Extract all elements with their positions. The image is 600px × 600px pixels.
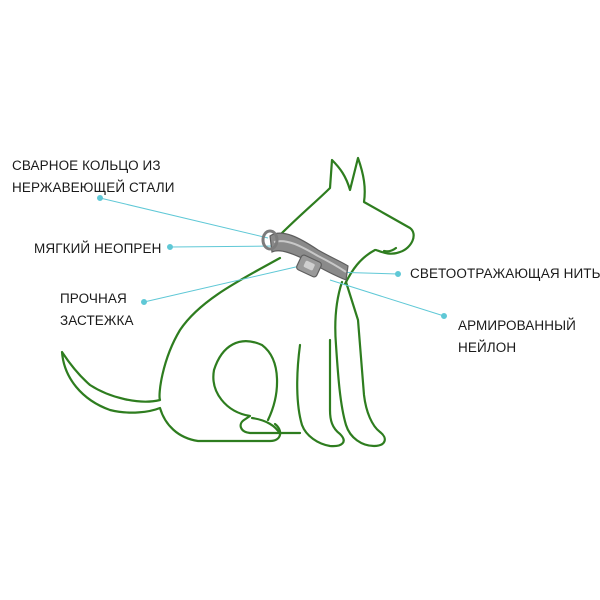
- callout-reflective-thread-line1: СВЕТООТРАЖАЮЩАЯ НИТЬ: [410, 266, 600, 281]
- dog-chest-outline: [334, 280, 386, 448]
- leader-dot-ring: [97, 195, 103, 201]
- collar: [261, 229, 349, 281]
- collar-steel-ring: [261, 229, 279, 251]
- dog-neck-outline: [343, 248, 377, 286]
- dog-haunch-outline: [212, 340, 302, 435]
- callout-soft-neoprene: МЯГКИЙ НЕОПРЕН: [34, 238, 161, 260]
- leader-line-neoprene: [169, 245, 276, 248]
- callout-strong-buckle-line2: ЗАСТЕЖКА: [60, 313, 134, 328]
- collar-reflective-stripe: [273, 240, 347, 273]
- callout-soft-neoprene-line1: МЯГКИЙ НЕОПРЕН: [34, 241, 162, 256]
- dog-rear-paw-outline: [250, 416, 282, 436]
- dog-mouth-outline: [382, 246, 398, 253]
- callout-reinforced-nylon-line1: АРМИРОВАННЫЙ: [458, 318, 576, 333]
- callout-strong-buckle-line1: ПРОЧНАЯ: [60, 291, 127, 306]
- callout-strong-buckle: ПРОЧНАЯ ЗАСТЕЖКА: [60, 288, 134, 332]
- callout-welded-ring-line2: НЕРЖАВЕЮЩЕЙ СТАЛИ: [12, 180, 175, 195]
- collar-buckle-slot: [303, 260, 315, 271]
- leader-dot-reflective: [395, 271, 401, 277]
- leader-dot-buckle: [141, 299, 147, 305]
- leader-line-buckle: [143, 265, 301, 303]
- leader-line-ring: [99, 197, 269, 239]
- leader-line-nylon: [329, 279, 445, 317]
- callout-reinforced-nylon-line2: НЕЙЛОН: [458, 340, 517, 355]
- callout-welded-ring-line1: СВАРНОЕ КОЛЬЦО ИЗ: [12, 158, 161, 173]
- callout-reflective-thread: СВЕТООТРАЖАЮЩАЯ НИТЬ: [410, 263, 600, 285]
- callout-reinforced-nylon: АРМИРОВАННЫЙ НЕЙЛОН: [458, 315, 576, 359]
- leader-dot-neoprene: [167, 244, 173, 250]
- dog-body-back-outline: [60, 256, 282, 443]
- callout-welded-ring: СВАРНОЕ КОЛЬЦО ИЗ НЕРЖАВЕЮЩЕЙ СТАЛИ: [12, 155, 175, 199]
- leader-dot-nylon: [441, 313, 447, 319]
- dog-front-leg-back-outline: [296, 338, 345, 448]
- dog-outline: [60, 156, 415, 448]
- leader-lines: [97, 195, 447, 319]
- dog-head-outline: [278, 156, 415, 255]
